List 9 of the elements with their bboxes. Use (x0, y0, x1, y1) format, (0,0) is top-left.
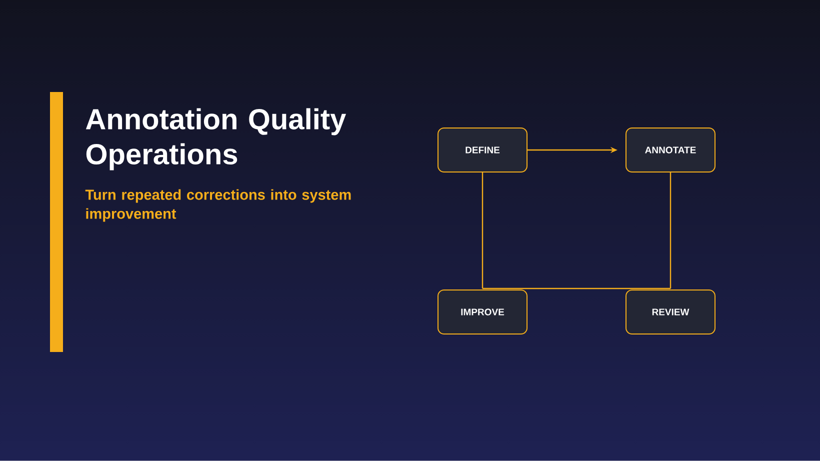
step-box: REVIEW (626, 290, 716, 334)
step-box: ANNOTATE (626, 128, 716, 172)
connector (670, 172, 672, 288)
step-box: IMPROVE (438, 290, 528, 334)
subtitle: Turn repeated corrections into system improvement (85, 189, 351, 222)
connector (482, 288, 670, 290)
title: Annotation Quality Operations (86, 108, 346, 170)
step-box: DEFINE (438, 128, 528, 172)
connector (482, 172, 484, 288)
